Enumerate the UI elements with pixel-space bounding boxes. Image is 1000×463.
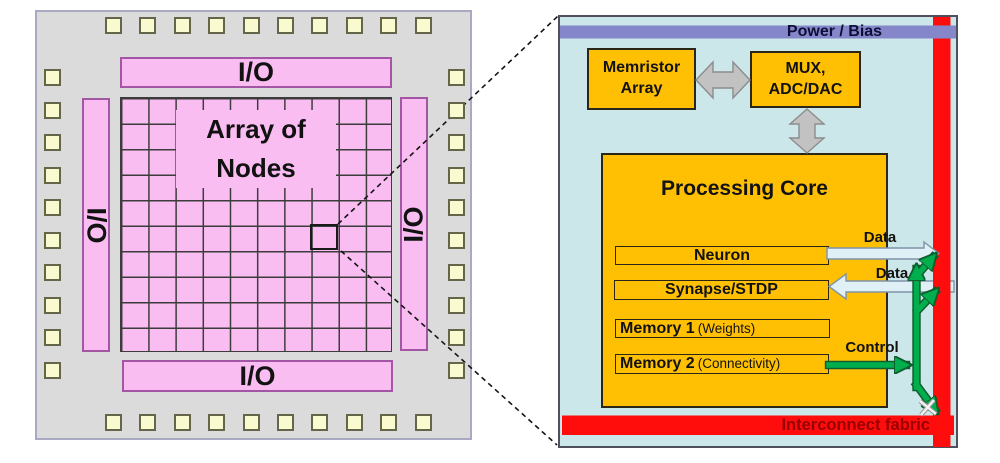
bond-pad [414,414,432,431]
io-label: I/O [239,360,276,391]
bond-pad [44,231,61,249]
mux-line1: MUX, [785,59,826,77]
bond-pad [44,296,61,314]
bond-pad [44,134,61,151]
data-label-mid: Data [875,265,909,282]
io-label: I/O [398,205,429,243]
mux-adc-dac-block: MUX, ADC/DAC [750,51,861,108]
neuron-label: Neuron [694,247,750,264]
memristor-array-block: Memristor Array [587,48,696,110]
selected-node-cell [310,224,338,250]
bond-pad [448,69,465,86]
bond-pad [242,17,260,34]
io-block-right: I/O [398,97,429,351]
bond-pad [44,199,61,216]
memory1-label: Memory 1 [620,320,695,337]
bond-pad [242,414,260,431]
power-bias-label: Power / Bias [786,23,883,40]
bond-pad [448,231,465,249]
memristor-line1: Memristor [602,59,681,77]
bond-pad [277,17,294,34]
bond-pad [44,166,61,184]
bond-pad [139,17,157,34]
bond-pad [277,414,294,431]
synapse-stdp-row: Synapse/STDP [614,280,829,300]
memory1-row: Memory 1(Weights) [615,319,830,338]
bond-pad [448,134,465,151]
bond-pad [448,264,465,281]
bond-pad [414,17,432,34]
control-label: Control [845,339,899,356]
neuron-row: Neuron [615,246,829,265]
bond-pad [44,264,61,281]
bond-pad [173,414,191,431]
bond-pad [311,17,329,34]
bond-pad [44,329,61,346]
io-block-bottom: I/O [122,360,393,392]
bond-pad [448,296,465,314]
bond-pad [448,166,465,184]
bond-pad [380,17,398,34]
processing-core-block: Processing Core Neuron Synapse/STDP Memo… [601,153,888,408]
memory2-sublabel: (Connectivity) [697,356,781,371]
bond-pad [448,361,465,379]
bond-pad [448,199,465,216]
synapse-label: Synapse/STDP [665,281,778,298]
bond-pad [44,361,61,379]
io-label: I/O [81,206,112,244]
bond-pad [105,414,122,431]
bond-pad [173,17,191,34]
bond-pad [380,414,398,431]
io-block-left: I/O [81,98,112,352]
bond-pad [105,17,122,34]
bond-pad [345,17,363,34]
bond-pad [208,17,226,34]
bond-pad [448,101,465,119]
io-block-top: I/O [120,57,392,88]
mux-line2: ADC/DAC [768,80,843,98]
io-label: I/O [237,57,274,87]
bond-pad [345,414,363,431]
memory2-row: Memory 2(Connectivity) [615,354,829,374]
memristor-line2: Array [620,80,663,97]
array-of-nodes-label: Array of Nodes [176,110,336,188]
bond-pad [139,414,157,431]
data-label-top: Data [863,229,897,246]
memory1-sublabel: (Weights) [697,321,756,336]
bond-pad [311,414,329,431]
processing-core-title: Processing Core [661,177,828,200]
bond-pad [448,329,465,346]
bond-pad [44,69,61,86]
bond-pad [44,101,61,119]
bond-pad [208,414,226,431]
memory2-label: Memory 2 [620,355,695,372]
interconnect-fabric-label: Interconnect fabric [781,416,930,434]
